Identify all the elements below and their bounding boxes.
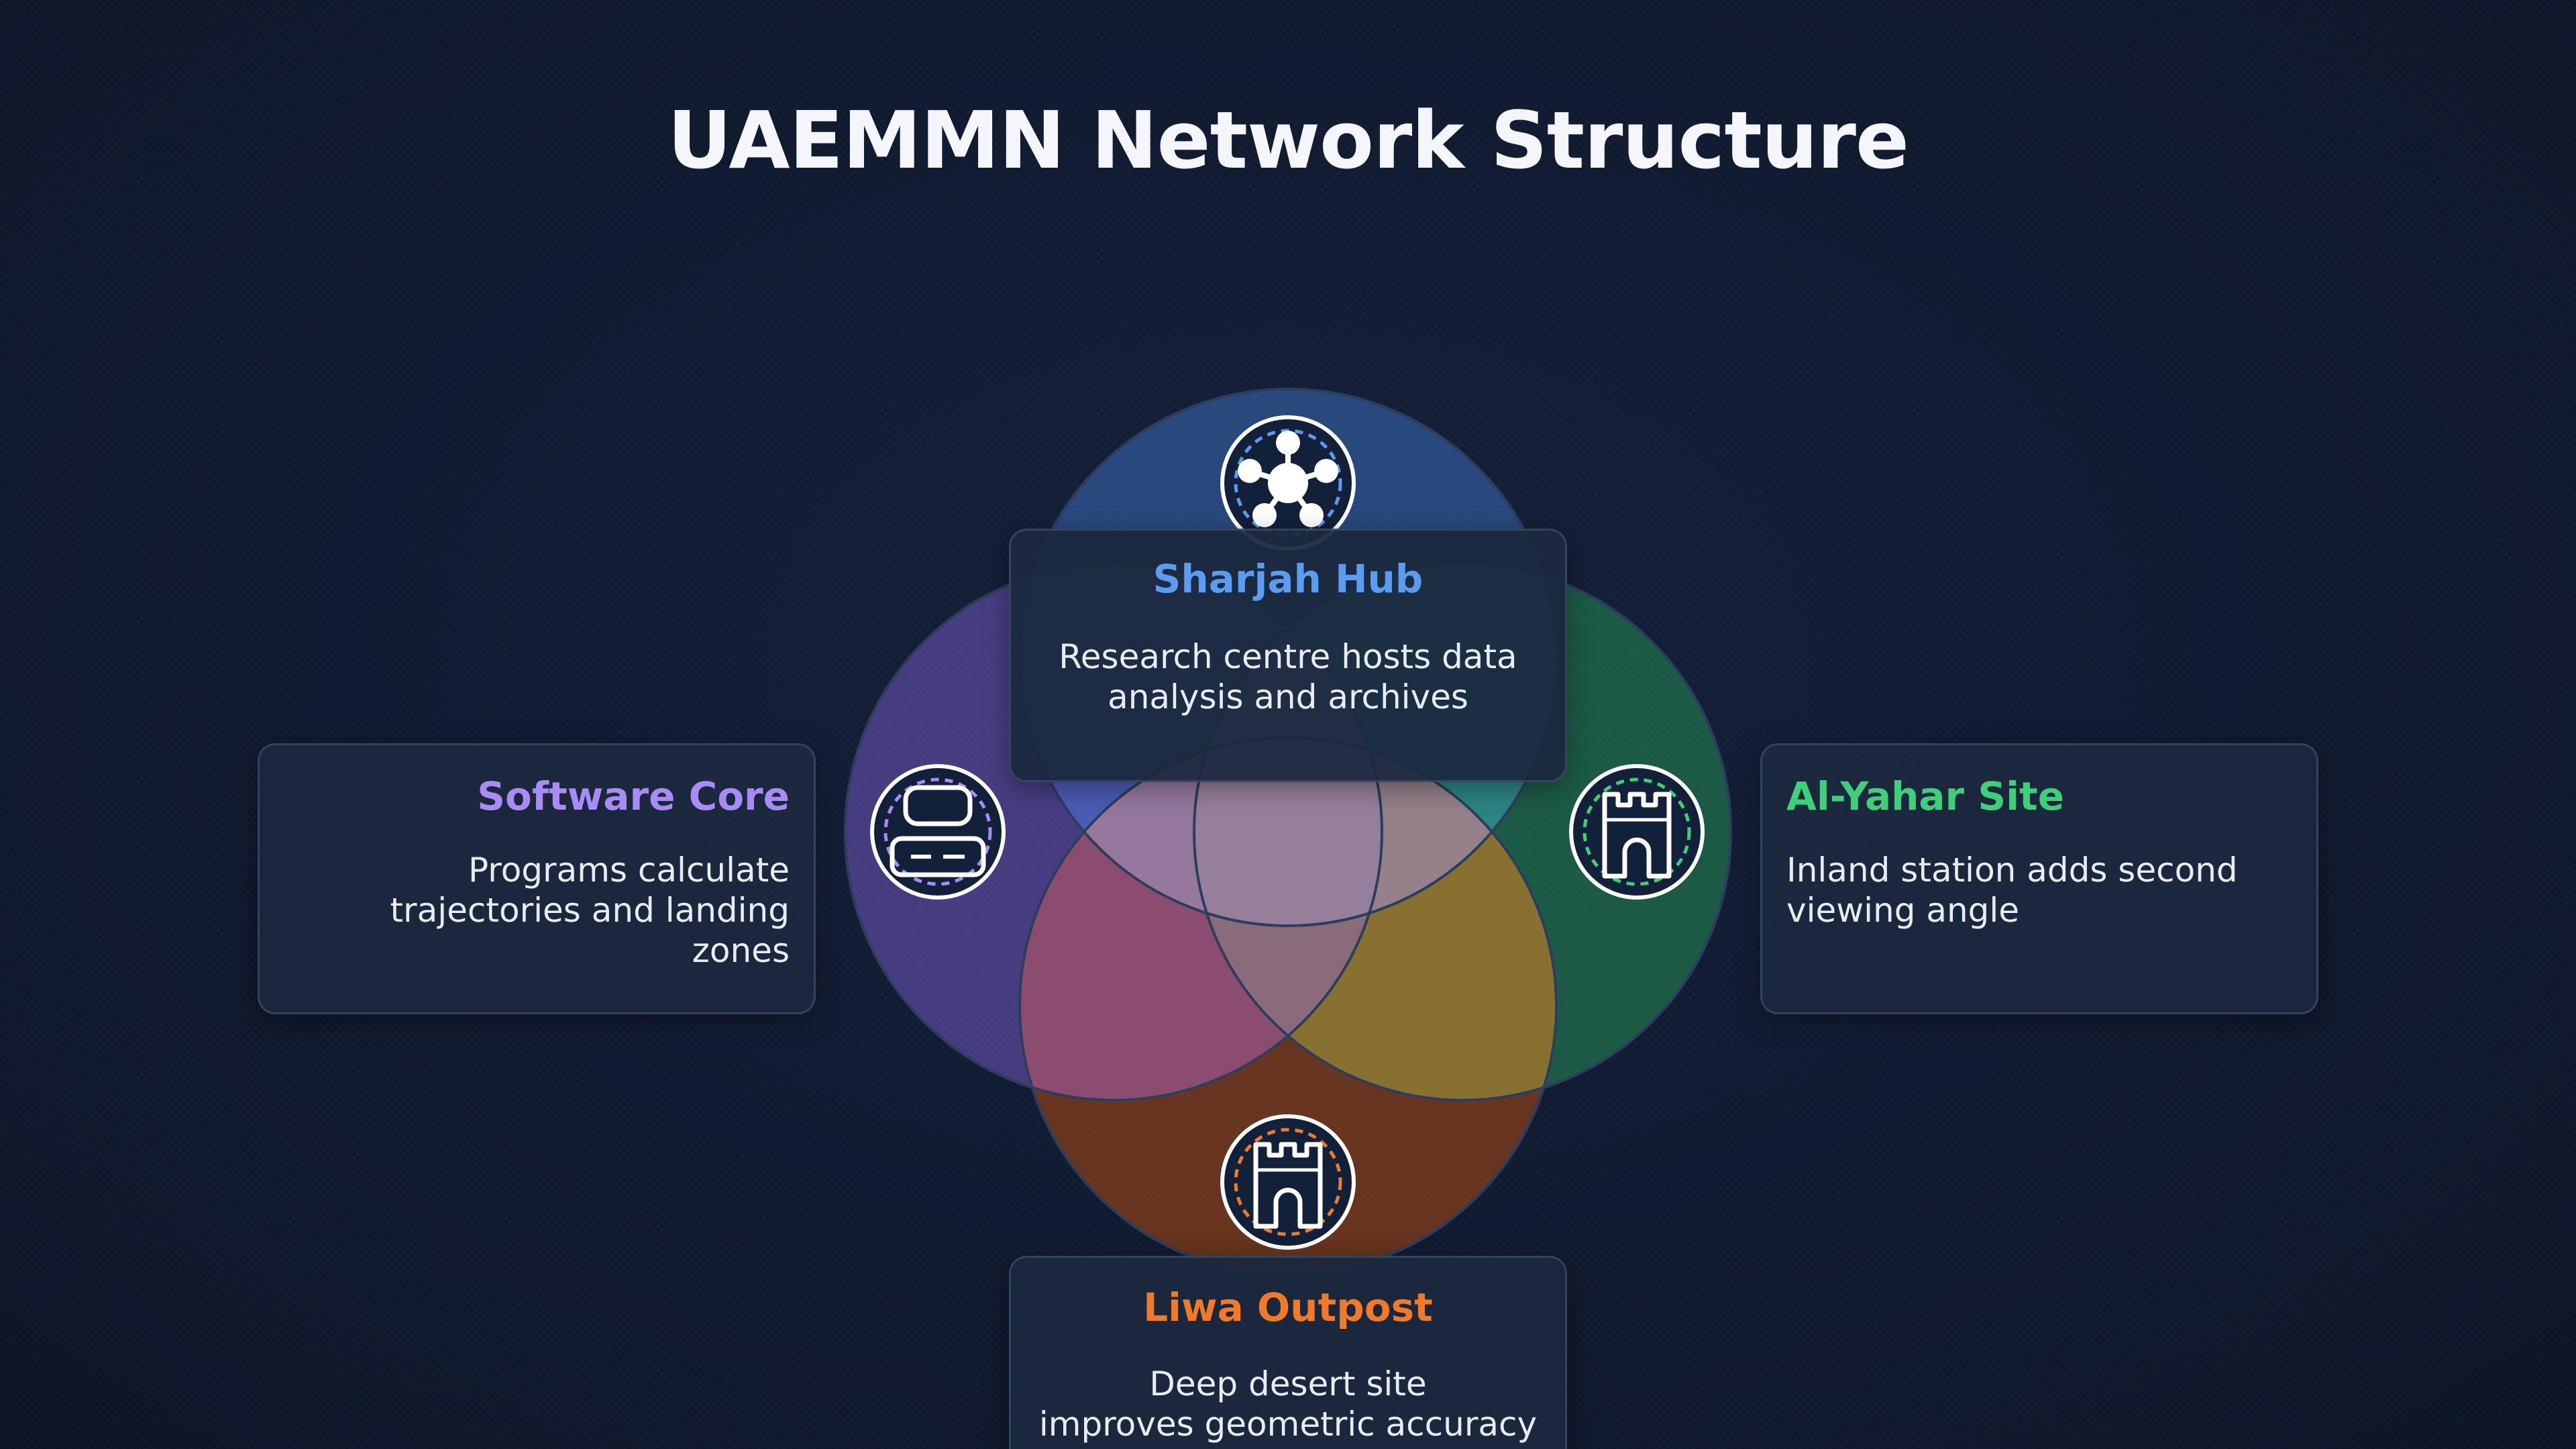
server-icon (870, 764, 1006, 900)
castle-tower-icon (1220, 1114, 1356, 1250)
card-software-core: Software Core Programs calculate traject… (258, 743, 816, 1014)
castle-tower-icon (1569, 764, 1705, 900)
card-description: Inland station adds second viewing angle (1786, 850, 2238, 930)
card-liwa-outpost: Liwa Outpost Deep desert site improves g… (1009, 1256, 1567, 1449)
card-title: Sharjah Hub (1152, 556, 1424, 602)
card-title: Software Core (477, 773, 790, 819)
card-sharjah-hub: Sharjah Hub Research centre hosts data a… (1009, 529, 1567, 782)
overlap-center (1020, 738, 1556, 926)
card-description: Deep desert site improves geometric accu… (1038, 1364, 1538, 1444)
card-title: Al-Yahar Site (1786, 773, 2065, 819)
card-al-yahar-site: Al-Yahar Site Inland station adds second… (1760, 743, 2318, 1014)
card-title: Liwa Outpost (1143, 1285, 1433, 1330)
card-description: Programs calculate trajectories and land… (390, 850, 790, 970)
page-title: UAEMMN Network Structure (667, 94, 1909, 186)
card-description: Research centre hosts data analysis and … (1059, 637, 1517, 716)
network-hub-icon (1220, 415, 1356, 551)
